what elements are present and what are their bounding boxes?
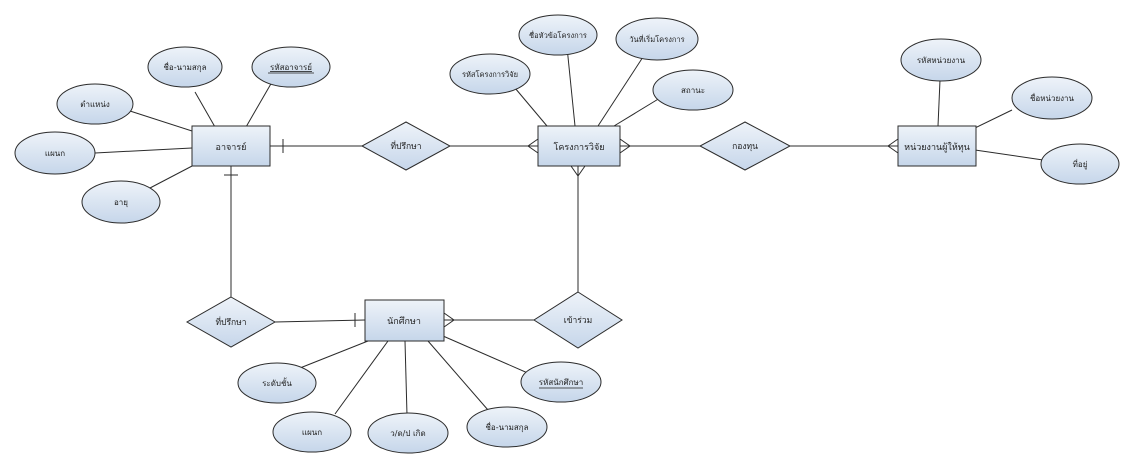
relationship-advise-student-label: ที่ปรึกษา	[215, 316, 246, 328]
connector-student-dob	[404, 340, 408, 416]
attribute-teacher-position-label: ตำแหน่ง	[80, 100, 110, 109]
attribute-student-dob-label: ว/ด/ป เกิด	[390, 429, 425, 438]
entity-student-label: นักศึกษา	[387, 316, 421, 327]
attribute-student-name-label: ชื่อ-นามสกุล	[486, 421, 529, 432]
attribute-project-start-label: วันที่เริ่มโครงการ	[629, 34, 684, 44]
attribute-teacher-id[interactable]: รหัสอาจารย์	[251, 46, 331, 88]
connector-advise2-student	[274, 319, 366, 323]
attribute-agency-id-label: รหัสหน่วยงาน	[917, 56, 966, 65]
attribute-student-dob[interactable]: ว/ด/ป เกิด	[367, 412, 449, 454]
attribute-project-id[interactable]: รหัสโครงการวิจัย	[449, 53, 531, 95]
connector-teacher-age	[149, 164, 195, 189]
connector-project-start	[597, 56, 644, 127]
entity-agency[interactable]: หน่วยงานผู้ให้ทุน	[897, 125, 977, 167]
connector-teacher-name	[194, 91, 216, 128]
attribute-teacher-age-label: อายุ	[114, 198, 128, 207]
attribute-student-level-label: ระดับชั้น	[262, 377, 292, 388]
cardinality-many-project-left	[527, 138, 539, 154]
attribute-student-id[interactable]: รหัสนักศึกษา	[520, 361, 602, 403]
attribute-teacher-name[interactable]: ชื่อ-นามสกุล	[147, 46, 223, 88]
connector-lines	[94, 46, 1044, 416]
connector-project-id	[514, 87, 548, 127]
attribute-project-status[interactable]: สถานะ	[652, 69, 734, 111]
attribute-teacher-age[interactable]: อายุ	[81, 180, 161, 224]
connector-agency-name	[974, 109, 1013, 129]
attribute-teacher-name-label: ชื่อ-นามสกุล	[164, 61, 207, 72]
relationship-join[interactable]: เข้าร่วม	[533, 291, 623, 349]
connector-project-status	[613, 97, 661, 127]
connector-project-title	[566, 46, 576, 127]
entity-project[interactable]: โครงการวิจัย	[537, 125, 621, 167]
attribute-student-level[interactable]: ระดับชั้น	[237, 362, 317, 404]
connector-student-dept	[334, 340, 389, 415]
relationship-fund-label: กองทุน	[732, 142, 758, 152]
entity-agency-label: หน่วยงานผู้ให้ทุน	[904, 142, 970, 153]
relationship-join-label: เข้าร่วม	[564, 315, 592, 326]
attribute-agency-name[interactable]: ชื่อหน่วยงาน	[1011, 76, 1093, 120]
attribute-agency-name-label: ชื่อหน่วยงาน	[1030, 92, 1075, 103]
cardinality-many-project-bottom	[570, 165, 586, 177]
connector-student-id	[442, 335, 531, 375]
attribute-teacher-dept-label: แผนก	[45, 149, 65, 158]
attribute-teacher-dept[interactable]: แผนก	[14, 131, 96, 175]
entity-teacher-label: อาจารย์	[216, 141, 247, 153]
attribute-project-status-label: สถานะ	[681, 86, 705, 95]
relationship-advise-project-label: ที่ปรึกษา	[390, 140, 421, 152]
connector-student-level	[299, 340, 369, 369]
attribute-project-title-label: ชื่อหัวข้อโครงการ	[529, 30, 587, 40]
connector-student-name	[427, 340, 489, 411]
attribute-project-start[interactable]: วันที่เริ่มโครงการ	[615, 17, 699, 61]
attribute-agency-address-label: ที่อยู่	[1073, 158, 1088, 170]
cardinality-many-student	[443, 312, 455, 328]
attribute-student-dept[interactable]: แผนก	[272, 411, 352, 453]
attribute-teacher-id-label: รหัสอาจารย์	[270, 62, 312, 72]
attribute-project-title[interactable]: ชื่อหัวข้อโครงการ	[518, 14, 598, 56]
cardinality-many-agency	[887, 138, 899, 154]
cardinality-many-project-right	[619, 138, 631, 154]
attribute-student-name[interactable]: ชื่อ-นามสกุล	[466, 406, 548, 448]
entity-student[interactable]: นักศึกษา	[364, 299, 445, 342]
attribute-agency-id[interactable]: รหัสหน่วยงาน	[900, 38, 982, 82]
attribute-student-id-label: รหัสนักศึกษา	[539, 378, 583, 387]
connector-teacher-id	[245, 81, 273, 128]
connector-teacher-position	[129, 110, 193, 132]
relationship-advise-student[interactable]: ที่ปรึกษา	[185, 296, 277, 348]
connector-teacher-dept	[94, 147, 193, 154]
entity-project-label: โครงการวิจัย	[553, 142, 604, 153]
relationship-fund[interactable]: กองทุน	[698, 121, 792, 171]
relationship-advise-project[interactable]: ที่ปรึกษา	[360, 121, 452, 171]
attribute-teacher-position[interactable]: ตำแหน่ง	[56, 83, 134, 125]
connector-agency-address	[974, 149, 1044, 161]
attribute-agency-address[interactable]: ที่อยู่	[1040, 143, 1120, 185]
connector-agency-id	[937, 79, 941, 127]
attribute-student-dept-label: แผนก	[302, 428, 322, 437]
entity-teacher[interactable]: อาจารย์	[191, 125, 271, 167]
attribute-project-id-label: รหัสโครงการวิจัย	[462, 70, 518, 79]
